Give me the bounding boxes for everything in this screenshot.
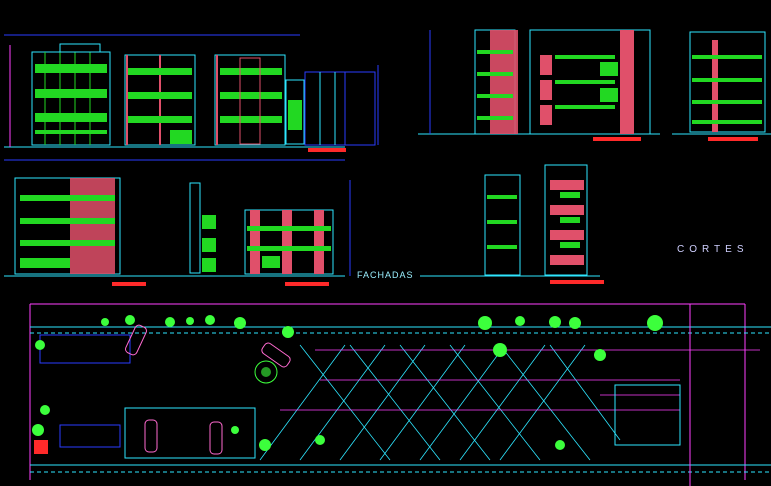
facade-drawing-1 — [4, 34, 379, 152]
fachadas-label: FACHADAS — [357, 270, 414, 280]
cortes-label: CORTES — [677, 244, 749, 255]
section-drawing-2 — [672, 31, 771, 141]
site-plan — [29, 303, 771, 486]
section-drawing-1 — [418, 29, 660, 141]
facade-drawing-2 — [4, 159, 351, 286]
section-drawing-3 — [420, 164, 604, 284]
